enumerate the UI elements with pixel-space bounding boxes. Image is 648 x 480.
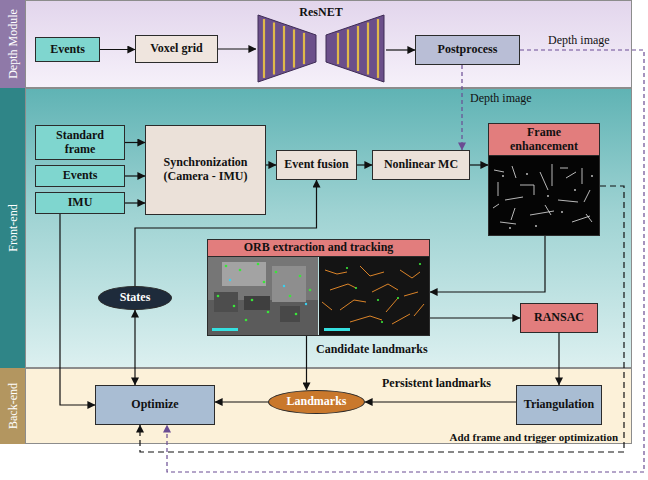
state-ellipse: States: [98, 286, 172, 310]
connector-arrow: [430, 236, 545, 292]
process-box: RANSAC: [520, 303, 598, 333]
node-label: Postprocess: [438, 43, 498, 57]
process-box: Optimize: [95, 385, 215, 425]
node-label: RANSAC: [534, 311, 584, 325]
band-title: Depth Module: [6, 9, 20, 79]
state-ellipse: Landmarks: [268, 390, 365, 414]
process-box: Triangulation: [516, 385, 602, 425]
connector-arrow: [357, 164, 372, 165]
connector-arrow: [125, 175, 145, 176]
connector-arrow: [134, 310, 135, 385]
connector-arrow: [470, 164, 488, 165]
connector-arrow: [125, 202, 145, 203]
process-box: Event fusion: [276, 150, 357, 180]
band-title: Back-end: [6, 383, 20, 429]
module-band: Events Voxel grid ResNET Postprocess Depth M…: [0, 0, 632, 88]
node-label: Triangulation: [524, 398, 594, 412]
node-label: Landmarks: [286, 395, 346, 409]
connector-arrow: [100, 49, 135, 50]
node-label: Voxel grid: [150, 42, 203, 56]
connector-arrow: [365, 401, 516, 402]
panel-title: Frame enhancement: [489, 124, 599, 156]
layer-stripe: [293, 29, 295, 67]
layer-stripe: [357, 26, 359, 71]
process-box: Standard frame: [35, 125, 125, 160]
process-box: Events: [35, 37, 100, 62]
node-label: Event fusion: [284, 158, 348, 172]
node-label: Standard frame: [48, 129, 112, 157]
edge-label: Persistent landmarks: [382, 376, 491, 390]
node-label: Events: [63, 169, 98, 183]
node-label: Optimize: [131, 398, 178, 412]
connector-arrow: [167, 50, 644, 472]
process-box: Nonlinear MC: [372, 150, 470, 180]
edge-label: Add frame and trigger optimization: [450, 430, 618, 444]
connector-arrow: [215, 401, 268, 402]
connector-arrow: [558, 333, 559, 385]
connector-arrow: [266, 164, 276, 165]
image-panel: ORB extraction and tracking: [207, 239, 430, 336]
layer-stripe: [347, 29, 349, 67]
orb-tracking-image: [208, 257, 429, 335]
node-label: Nonlinear MC: [384, 158, 458, 172]
connector-arrow: [60, 214, 95, 405]
node-label: States: [120, 291, 151, 305]
encoder-block: [326, 15, 384, 82]
connector-arrow: [125, 142, 145, 143]
encoder-block: [258, 15, 316, 82]
connector-arrow: [461, 65, 462, 150]
edge-label: Depth image: [470, 91, 532, 105]
connector-arrow: [430, 317, 520, 318]
edge-label: Candidate landmarks: [316, 342, 428, 356]
process-box: IMU: [35, 192, 125, 214]
connector-arrow: [386, 49, 415, 50]
node-label: Events: [50, 43, 85, 57]
layer-stripe: [377, 19, 379, 78]
layer-stripe: [273, 23, 275, 75]
band-title: Front-end: [6, 204, 20, 251]
panel-title: ORB extraction and tracking: [208, 240, 429, 257]
connector-arrow: [306, 336, 307, 390]
process-box: Synchronization (Camera - IMU): [145, 125, 266, 215]
node-label: IMU: [68, 196, 93, 210]
process-box: Postprocess: [415, 35, 520, 65]
edge-label: Depth image: [548, 33, 610, 47]
layer-stripe: [263, 19, 265, 78]
node-label: ResNET: [256, 5, 386, 19]
process-box: Events: [35, 165, 125, 187]
connector-arrow: [218, 48, 256, 49]
network-shape: ResNET: [256, 5, 386, 84]
layer-stripe: [283, 26, 285, 71]
node-label: Synchronization (Camera - IMU): [152, 156, 259, 184]
process-box: Voxel grid: [135, 35, 218, 63]
enhanced-frame-image: [489, 156, 599, 235]
layer-stripe: [303, 33, 305, 64]
image-panel: Frame enhancement: [488, 123, 600, 236]
layer-stripe: [367, 23, 369, 75]
layer-stripe: [337, 33, 339, 64]
